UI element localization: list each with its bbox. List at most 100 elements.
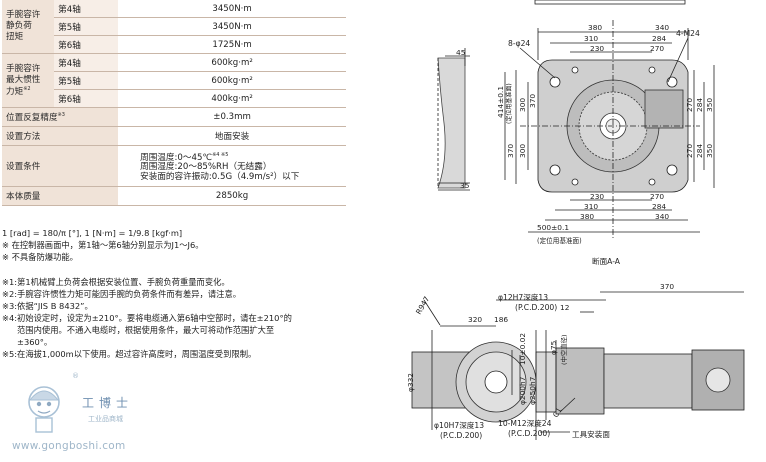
axis-label: 第4轴 [54,53,119,72]
dim-r284b: 284 [695,144,704,158]
dim-b284: 284 [652,202,666,211]
axis-label: 第5轴 [54,17,119,36]
footnote-4a: ※4:初始设定时，设定为±210°。要将电缆通入第6轴中空部时，请在±210°的 [2,313,292,323]
dim-300b: 300 [518,144,527,158]
repeat-note: ※3 [57,112,65,119]
dim-r284: 284 [695,98,704,112]
axis-value: 3450N·m [118,0,346,18]
env-vibration: 安装面的容许振动:0.5G（4.9m/s²）以下 [140,172,300,183]
watermark: ® 工博士 工业品商城 www.gongboshi.com [8,372,148,462]
dim-310: 310 [584,34,598,43]
axis-value: 400kg·m² [118,89,346,108]
brand-name: 工博士 [82,396,134,410]
section-caption: 断面A-A [592,256,621,266]
mascot-logo [28,386,60,433]
axis-label: 第5轴 [54,71,119,90]
dim-270: 270 [650,44,664,53]
tool-flange-view [411,291,745,440]
inertia-group: 手腕容许 最大惯性 力矩※2 [2,53,55,108]
tool-mount-face: 工具安装面 [572,429,610,439]
dim-b340: 340 [655,212,669,221]
dim-370b: 370 [506,144,515,158]
axis-label: 第6轴 [54,89,119,108]
env-humidity: 周围湿度:20～85%RH（无结露） [140,162,272,173]
side-section-view [437,48,470,191]
dim-230: 230 [590,44,604,53]
dim-phi250: φ250h7 [528,376,537,405]
hole-10h7: φ10H7深度13 [434,420,484,430]
footnote-4c: ±360°。 [17,337,53,347]
dim-phi200: φ200h7 [518,376,527,405]
repeat-accuracy-label-cell: 位置反复精度※3 [2,107,119,127]
axis-value: 600kg·m² [118,71,346,90]
footnote-3: ※3:依据“JIS B 8432”。 [2,301,93,311]
dim-b270: 270 [650,192,664,201]
axis-value: 1725N·m [118,35,346,54]
dim-10-002: 10±0.02 [518,333,527,365]
repeat-accuracy-label: 位置反复精度 [6,113,58,123]
brand-sub: 工业品商城 [88,415,123,423]
dim-186: 186 [494,315,508,324]
dim-b230: 230 [590,192,604,201]
dim-r270b: 270 [685,144,694,158]
dim-284: 284 [652,34,666,43]
pcd-200-a: (P.C.D.200) [515,303,557,312]
dim-12: 12 [560,303,569,312]
footnote-2: ※2:手腕容许惯性力矩可能因手腕的负荷条件而有差异，请注意。 [2,289,242,299]
footnote-1: ※1:第1机械臂上负荷会根据安装位置、手腕负荷重量而变化。 [2,277,230,287]
install-method-value: 地面安装 [118,126,346,146]
pcd-200-b: (P.C.D.200) [440,431,482,440]
footnote-4b: 范围内使用。不通入电缆时，根据使用条件，最大可将动作范围扩大至 [17,325,275,335]
dim-340: 340 [655,23,669,32]
tapped-m12: 10-M12深度24 [498,418,552,428]
inertia-note: ※2 [23,85,31,92]
site-url: www.gongboshi.com [12,440,126,452]
static-torque-group: 手腕容许 静负荷 扭矩 [2,0,55,54]
holes-8-phi24: 8-φ24 [508,39,530,48]
dim-500: 500±0.1 [537,223,569,232]
dim-414-note: (定位用基准面) [505,83,513,124]
dim-phi75-note: (中空直径) [559,334,568,365]
holes-4-m24: 4-M24 [676,29,700,38]
hole-12h7: φ12H7深度13 [498,292,548,302]
spec-table: 手腕容许 静负荷 扭矩 第4轴 3450N·m 第5轴 3450N·m 第6轴 … [2,0,346,206]
dim-35: 35 [460,181,470,190]
axis-label: 第6轴 [54,35,119,54]
footnote-5: ※5:在海拔1,000m以下使用。超过容许高度时，周围温度受到限制。 [2,349,257,359]
footnotes: ※1:第1机械臂上负荷会根据安装位置、手腕负荷重量而变化。 ※2:手腕容许惯性力… [2,276,292,360]
dim-414: 414±0.1 [496,86,505,118]
dim-b380: 380 [580,212,594,221]
dim-phi75: φ75 [549,340,558,355]
static-torque-label: 手腕容许 静负荷 扭矩 [6,10,41,42]
axis-display-note: ※ 在控制器画面中，第1轴～第6轴分别显示为J1～J6。 [2,240,204,250]
axis-label: 第4轴 [54,0,119,18]
dim-r350: 350 [705,98,714,112]
dim-r350b: 350 [705,144,714,158]
dim-300a: 300 [518,98,527,112]
section-aa-view [504,0,715,238]
mass-label: 本体质量 [2,186,119,206]
dim-380: 380 [588,23,602,32]
env-label: 设置条件 [2,145,119,187]
mass-value: 2850kg [118,186,346,206]
env-temp: 周围温度:0～45℃ [140,152,213,163]
explosion-note: ※ 不具备防爆功能。 [2,252,78,262]
registered-mark: ® [72,372,79,380]
dim-370a: 370 [528,94,537,108]
install-method-label: 设置方法 [2,126,119,146]
axis-value: 3450N·m [118,17,346,36]
dim-45: 45 [456,48,466,57]
dim-320: 320 [468,315,482,324]
dim-b310: 310 [584,202,598,211]
env-value: 周围温度:0～45℃※4 ※5 周围湿度:20～85%RH（无结露） 安装面的容… [118,145,346,187]
inertia-label: 手腕容许 最大惯性 力矩 [6,63,41,97]
env-temp-note: ※4 ※5 [212,151,229,158]
conversion-notes: 1 [rad] = 180/π [°], 1 [N·m] = 1/9.8 [kg… [2,227,204,263]
axis-value: 600kg·m² [118,53,346,72]
dim-r947: R947 [414,295,432,316]
dim-500-note: (定位用基准面) [537,236,582,245]
dim-370-tool: 370 [660,282,674,291]
repeat-accuracy-value: ±0.3mm [118,107,346,127]
pcd-200-c: (P.C.D.200) [508,429,550,438]
dim-phi332: φ332 [406,373,415,392]
